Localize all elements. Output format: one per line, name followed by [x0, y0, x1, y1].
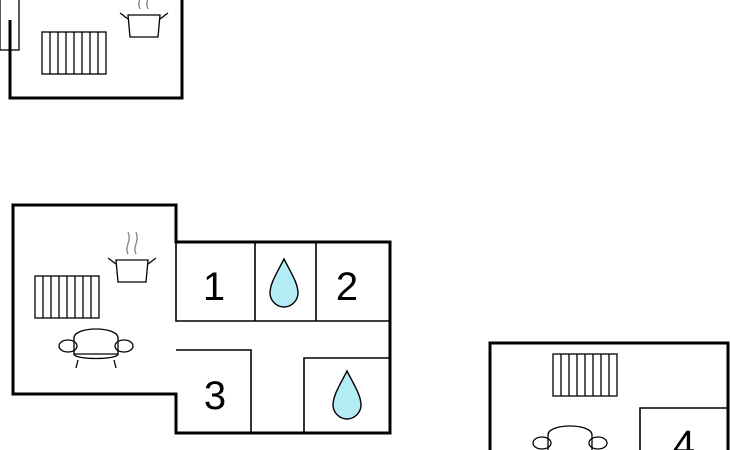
- floor-plan-main: 1 2 3: [11, 203, 392, 435]
- cooking-pot-icon: [119, 0, 169, 38]
- water-drop-icon: [332, 370, 362, 420]
- radiator-icon: [41, 31, 107, 75]
- room-label-1: 1: [203, 265, 225, 309]
- room-label-2: 2: [336, 265, 358, 309]
- cooking-pot-icon: [107, 231, 157, 283]
- sofa-icon: [532, 425, 608, 450]
- floor-plan-upper-fragment: [0, 0, 184, 100]
- sofa-icon: [58, 328, 134, 369]
- radiator-icon: [34, 275, 100, 319]
- room-label-3: 3: [204, 374, 226, 418]
- room-label-4: 4: [673, 423, 695, 450]
- water-drop-icon: [269, 258, 299, 308]
- radiator-icon: [552, 353, 618, 397]
- floor-plan-lower-fragment: 4: [488, 341, 730, 450]
